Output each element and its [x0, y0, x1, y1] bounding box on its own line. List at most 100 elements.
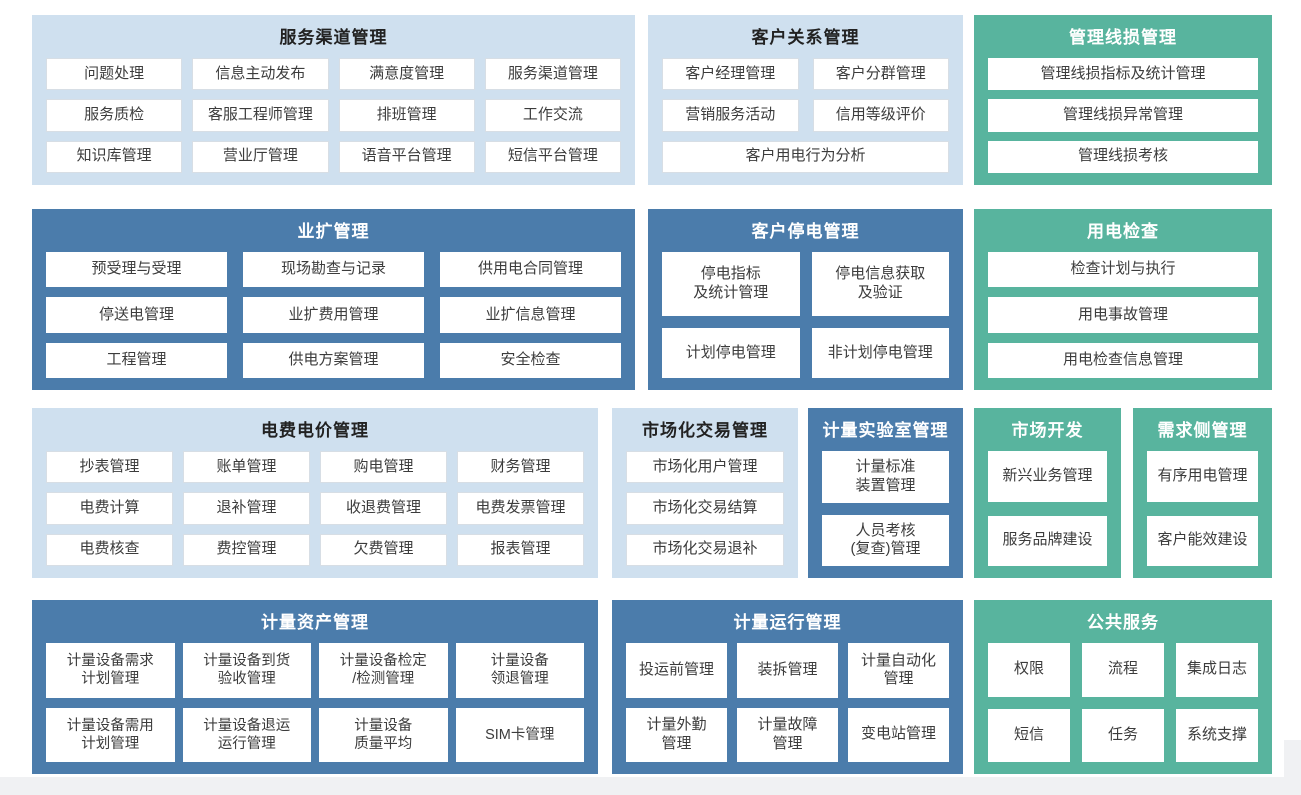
panel-customer-outage-management: 客户停电管理 停电指标 及统计管理停电信息获取 及验证计划停电管理非计划停电管理 — [648, 209, 963, 390]
module-item: 集成日志 — [1176, 643, 1258, 697]
module-item: 检查计划与执行 — [988, 252, 1258, 288]
module-item: 市场化交易退补 — [626, 533, 784, 566]
module-item: 服务品牌建设 — [988, 515, 1107, 566]
module-item: 电费核查 — [46, 533, 173, 566]
module-item: 工程管理 — [46, 342, 227, 378]
panel-title: 电费电价管理 — [261, 421, 369, 440]
panel-title: 客户关系管理 — [751, 28, 860, 47]
module-item: 系统支撑 — [1176, 708, 1258, 762]
module-item: 客服工程师管理 — [192, 99, 329, 132]
panel-items: 问题处理信息主动发布满意度管理服务渠道管理服务质检客服工程师管理排班管理工作交流… — [46, 58, 621, 173]
panel-items: 新兴业务管理服务品牌建设 — [988, 451, 1107, 566]
module-item: SIM卡管理 — [455, 707, 584, 762]
module-item: 停送电管理 — [46, 297, 227, 333]
panel-title: 市场开发 — [1011, 421, 1084, 440]
module-item: 服务渠道管理 — [484, 58, 621, 91]
module-item: 满意度管理 — [338, 58, 475, 91]
module-item: 计量设备到货 验收管理 — [182, 643, 311, 698]
module-item: 排班管理 — [338, 99, 475, 132]
module-item: 权限 — [988, 643, 1070, 697]
corner-edge-strip — [1284, 740, 1301, 780]
module-item: 计量设备退运 运行管理 — [182, 707, 311, 762]
module-item: 服务质检 — [46, 99, 183, 132]
module-item: 短信 — [988, 708, 1070, 762]
panel-demand-side-management: 需求侧管理 有序用电管理客户能效建设 — [1133, 408, 1272, 578]
module-item: 电费计算 — [46, 492, 173, 525]
module-item: 用电事故管理 — [988, 297, 1258, 333]
module-item: 营业厅管理 — [192, 140, 329, 173]
module-item: 计划停电管理 — [662, 328, 800, 378]
panel-title: 市场化交易管理 — [642, 421, 768, 440]
module-item: 营销服务活动 — [662, 99, 799, 132]
module-item: 抄表管理 — [46, 451, 173, 484]
module-item: 管理线损考核 — [988, 140, 1258, 173]
panel-items: 抄表管理账单管理购电管理财务管理电费计算退补管理收退费管理电费发票管理电费核查费… — [46, 451, 584, 566]
panel-items: 计量标准 装置管理人员考核 (复查)管理 — [822, 451, 949, 566]
panel-items: 停电指标 及统计管理停电信息获取 及验证计划停电管理非计划停电管理 — [662, 252, 949, 378]
module-item: 市场化交易结算 — [626, 492, 784, 525]
panel-electricity-fee-price-management: 电费电价管理 抄表管理账单管理购电管理财务管理电费计算退补管理收退费管理电费发票… — [32, 408, 598, 578]
module-item: 计量故障 管理 — [737, 707, 838, 762]
panel-items: 管理线损指标及统计管理管理线损异常管理管理线损考核 — [988, 58, 1258, 173]
panel-market-development: 市场开发 新兴业务管理服务品牌建设 — [974, 408, 1121, 578]
module-item: 业扩信息管理 — [440, 297, 621, 333]
panel-metering-asset-management: 计量资产管理 计量设备需求 计划管理计量设备到货 验收管理计量设备检定 /检测管… — [32, 600, 598, 774]
panel-title: 计量实验室管理 — [822, 421, 949, 440]
module-item: 预受理与受理 — [46, 252, 227, 288]
module-item: 现场勘查与记录 — [243, 252, 424, 288]
module-item: 费控管理 — [183, 533, 310, 566]
panel-market-trading-management: 市场化交易管理 市场化用户管理市场化交易结算市场化交易退补 — [612, 408, 798, 578]
panel-title: 计量运行管理 — [733, 613, 842, 632]
module-item: 计量设备 领退管理 — [455, 643, 584, 698]
module-item: 计量设备需求 计划管理 — [46, 643, 175, 698]
module-item: 计量外勤 管理 — [626, 707, 727, 762]
panel-metering-operation-management: 计量运行管理 投运前管理装拆管理计量自动化 管理计量外勤 管理计量故障 管理变电… — [612, 600, 963, 774]
module-item: 客户用电行为分析 — [662, 140, 949, 173]
module-item: 停电指标 及统计管理 — [662, 252, 800, 317]
panel-title: 客户停电管理 — [751, 222, 860, 241]
panel-items: 客户经理管理客户分群管理营销服务活动信用等级评价客户用电行为分析 — [662, 58, 949, 173]
module-item: 变电站管理 — [848, 707, 949, 762]
panel-items: 检查计划与执行用电事故管理用电检查信息管理 — [988, 252, 1258, 378]
module-item: 知识库管理 — [46, 140, 183, 173]
module-item: 投运前管理 — [626, 643, 727, 698]
panel-title: 管理线损管理 — [1069, 28, 1177, 47]
panel-customer-relationship-management: 客户关系管理 客户经理管理客户分群管理营销服务活动信用等级评价客户用电行为分析 — [648, 15, 963, 185]
module-item: 任务 — [1082, 708, 1164, 762]
panel-title: 计量资产管理 — [261, 613, 369, 632]
module-item: 计量设备需用 计划管理 — [46, 707, 175, 762]
module-item: 欠费管理 — [320, 533, 447, 566]
panel-items: 权限流程集成日志短信任务系统支撑 — [988, 643, 1258, 762]
bottom-edge-strip — [0, 777, 1301, 795]
module-item: 账单管理 — [183, 451, 310, 484]
module-item: 安全检查 — [440, 342, 621, 378]
panel-items: 有序用电管理客户能效建设 — [1147, 451, 1258, 566]
module-item: 问题处理 — [46, 58, 183, 91]
module-item: 计量设备检定 /检测管理 — [319, 643, 448, 698]
module-item: 装拆管理 — [737, 643, 838, 698]
module-item: 停电信息获取 及验证 — [811, 252, 949, 317]
module-item: 新兴业务管理 — [988, 451, 1107, 502]
module-item: 用电检查信息管理 — [988, 342, 1258, 378]
module-item: 工作交流 — [484, 99, 621, 132]
module-item: 客户分群管理 — [812, 58, 949, 91]
panel-items: 计量设备需求 计划管理计量设备到货 验收管理计量设备检定 /检测管理计量设备 领… — [46, 643, 584, 762]
module-item: 计量标准 装置管理 — [822, 451, 949, 503]
module-item: 供用电合同管理 — [440, 252, 621, 288]
module-item: 市场化用户管理 — [626, 451, 784, 484]
panel-items: 市场化用户管理市场化交易结算市场化交易退补 — [626, 451, 784, 566]
panel-items: 预受理与受理现场勘查与记录供用电合同管理停送电管理业扩费用管理业扩信息管理工程管… — [46, 252, 621, 378]
panel-management-line-loss: 管理线损管理 管理线损指标及统计管理管理线损异常管理管理线损考核 — [974, 15, 1272, 185]
module-item: 报表管理 — [457, 533, 584, 566]
module-item: 收退费管理 — [320, 492, 447, 525]
module-item: 计量自动化 管理 — [848, 643, 949, 698]
module-item: 语音平台管理 — [338, 140, 475, 173]
module-item: 计量设备 质量平均 — [319, 707, 448, 762]
module-item: 信息主动发布 — [192, 58, 329, 91]
module-item: 电费发票管理 — [457, 492, 584, 525]
module-item: 供电方案管理 — [243, 342, 424, 378]
panel-public-services: 公共服务 权限流程集成日志短信任务系统支撑 — [974, 600, 1272, 774]
panel-title: 服务渠道管理 — [279, 28, 388, 47]
module-item: 人员考核 (复查)管理 — [822, 514, 949, 566]
